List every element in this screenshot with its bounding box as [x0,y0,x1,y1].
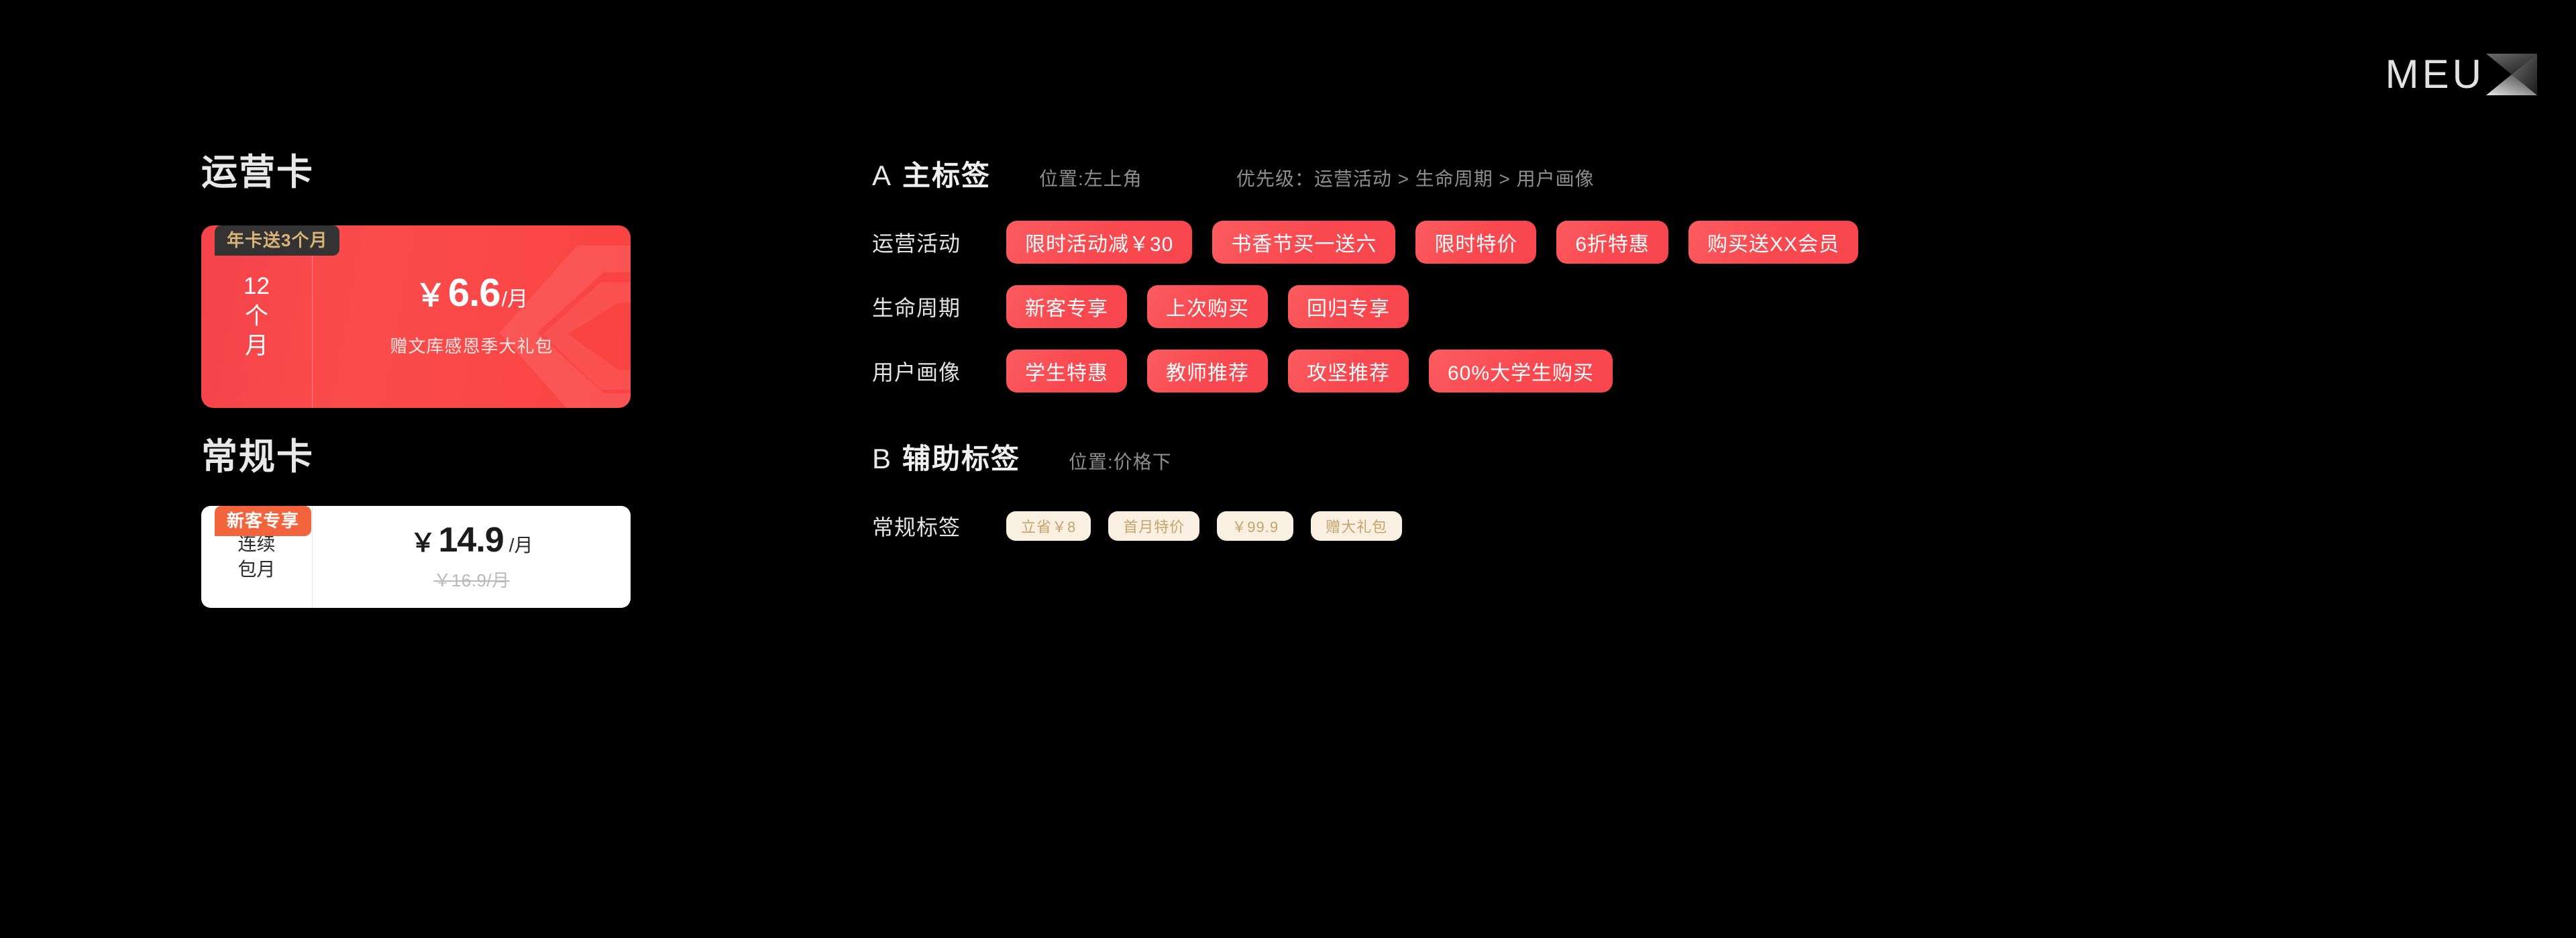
section-a-title: 主标签 [902,160,991,191]
tag-pill[interactable]: 回归专享 [1288,285,1409,328]
cards-column: 运营卡 年卡送3个月 12 个 月 ￥ [201,154,805,608]
tag-pill[interactable]: 新客专享 [1006,285,1127,328]
section-b-letter: B [872,443,892,474]
tag-pill[interactable]: 教师推荐 [1147,350,1268,393]
section-b-header: B 辅助标签 位置:价格下 [872,436,2516,479]
promo-card-block: 运营卡 年卡送3个月 12 个 月 ￥ [201,154,805,408]
regular-card-wrapper: 新客专享 连续 包月 ￥ 14.9 /月 ￥16.9/月 [201,506,631,608]
tag-spec-column: A 主标签 位置:左上角 优先级：运营活动 > 生命周期 > 用户画像 运营活动… [872,153,2516,557]
tag-pill[interactable]: 书香节买一送六 [1212,221,1396,264]
regular-ribbon-badge: 新客专享 [215,506,312,536]
promo-price-area: ￥ 6.6 /月 赠文库感恩季大礼包 [313,225,631,408]
tag-row-user-profile: 用户画像 学生特惠 教师推荐 攻坚推荐 60%大学生购买 [872,344,2516,399]
regular-section-title: 常规卡 [201,437,314,477]
tag-row-label: 常规标签 [872,515,961,539]
promo-duration-line: 12 [244,272,270,299]
promo-section-title: 运营卡 [201,152,314,193]
regular-price-area: ￥ 14.9 /月 ￥16.9/月 [313,506,631,608]
regular-duration-line: 连续 [237,533,276,555]
tag-row-label: 用户画像 [872,360,961,384]
section-a-letter: A [872,160,892,191]
regular-duration: 连续 包月 [201,506,313,608]
regular-price-currency: ￥ [410,529,436,558]
regular-price: ￥ 14.9 /月 [410,523,533,558]
promo-card-wrapper: 年卡送3个月 12 个 月 ￥ 6.6 [201,225,631,408]
promo-price-unit: /月 [501,286,529,311]
promo-duration: 12 个 月 [201,225,313,408]
promo-duration-line: 月 [244,333,268,360]
tag-pill[interactable]: 6折特惠 [1556,221,1669,264]
section-a: A 主标签 位置:左上角 优先级：运营活动 > 生命周期 > 用户画像 运营活动… [872,153,2516,399]
regular-price-amount: 14.9 [438,520,504,560]
brand-x-icon [2486,52,2537,97]
section-b-position-note: 位置:价格下 [1069,452,1172,472]
soft-tag-pill[interactable]: 赠大礼包 [1311,511,1403,541]
soft-tag-pill[interactable]: 立省￥8 [1006,511,1091,541]
promo-price: ￥ 6.6 /月 [415,270,529,315]
section-b-title: 辅助标签 [902,443,1021,474]
promo-subtitle: 赠文库感恩季大礼包 [390,335,553,356]
section-a-priority-note: 优先级：运营活动 > 生命周期 > 用户画像 [1236,168,1595,189]
tag-pill[interactable]: 攻坚推荐 [1288,350,1409,393]
brand-logo: MEU [2385,52,2537,97]
tag-pill[interactable]: 购买送XX会员 [1688,221,1859,264]
regular-duration-line: 包月 [237,559,276,580]
tag-pill[interactable]: 限时特价 [1415,221,1537,264]
regular-original-price: ￥16.9/月 [433,570,510,590]
tag-pill[interactable]: 60%大学生购买 [1429,350,1613,393]
section-b: B 辅助标签 位置:价格下 常规标签 立省￥8 首月特价 ￥99.9 赠大礼包 [872,436,2516,548]
promo-ribbon-badge: 年卡送3个月 [215,225,340,256]
tag-pill[interactable]: 上次购买 [1147,285,1268,328]
promo-duration-line: 个 [244,303,268,329]
regular-price-unit: /月 [508,534,533,556]
tag-row-lifecycle: 生命周期 新客专享 上次购买 回归专享 [872,279,2516,334]
tag-pill[interactable]: 限时活动减￥30 [1006,221,1193,264]
section-a-header: A 主标签 位置:左上角 优先级：运营活动 > 生命周期 > 用户画像 [872,153,2516,196]
section-a-rows: 运营活动 限时活动减￥30 书香节买一送六 限时特价 6折特惠 购买送XX会员 … [872,215,2516,399]
brand-wordmark: MEU [2385,52,2485,97]
soft-tag-pill[interactable]: ￥99.9 [1217,511,1294,541]
regular-card-block: 常规卡 新客专享 连续 包月 ￥ 14.9 /月 ￥16.9/月 [201,439,805,608]
section-a-position-note: 位置:左上角 [1039,168,1142,189]
promo-price-amount: 6.6 [447,270,501,315]
tag-pill[interactable]: 学生特惠 [1006,350,1127,393]
promo-price-currency: ￥ [415,277,446,313]
tag-row-operations: 运营活动 限时活动减￥30 书香节买一送六 限时特价 6折特惠 购买送XX会员 [872,215,2516,270]
tag-row-standard-labels: 常规标签 立省￥8 首月特价 ￥99.9 赠大礼包 [872,505,2516,548]
tag-row-label: 运营活动 [872,231,961,256]
tag-row-label: 生命周期 [872,296,961,320]
soft-tag-pill[interactable]: 首月特价 [1108,511,1200,541]
